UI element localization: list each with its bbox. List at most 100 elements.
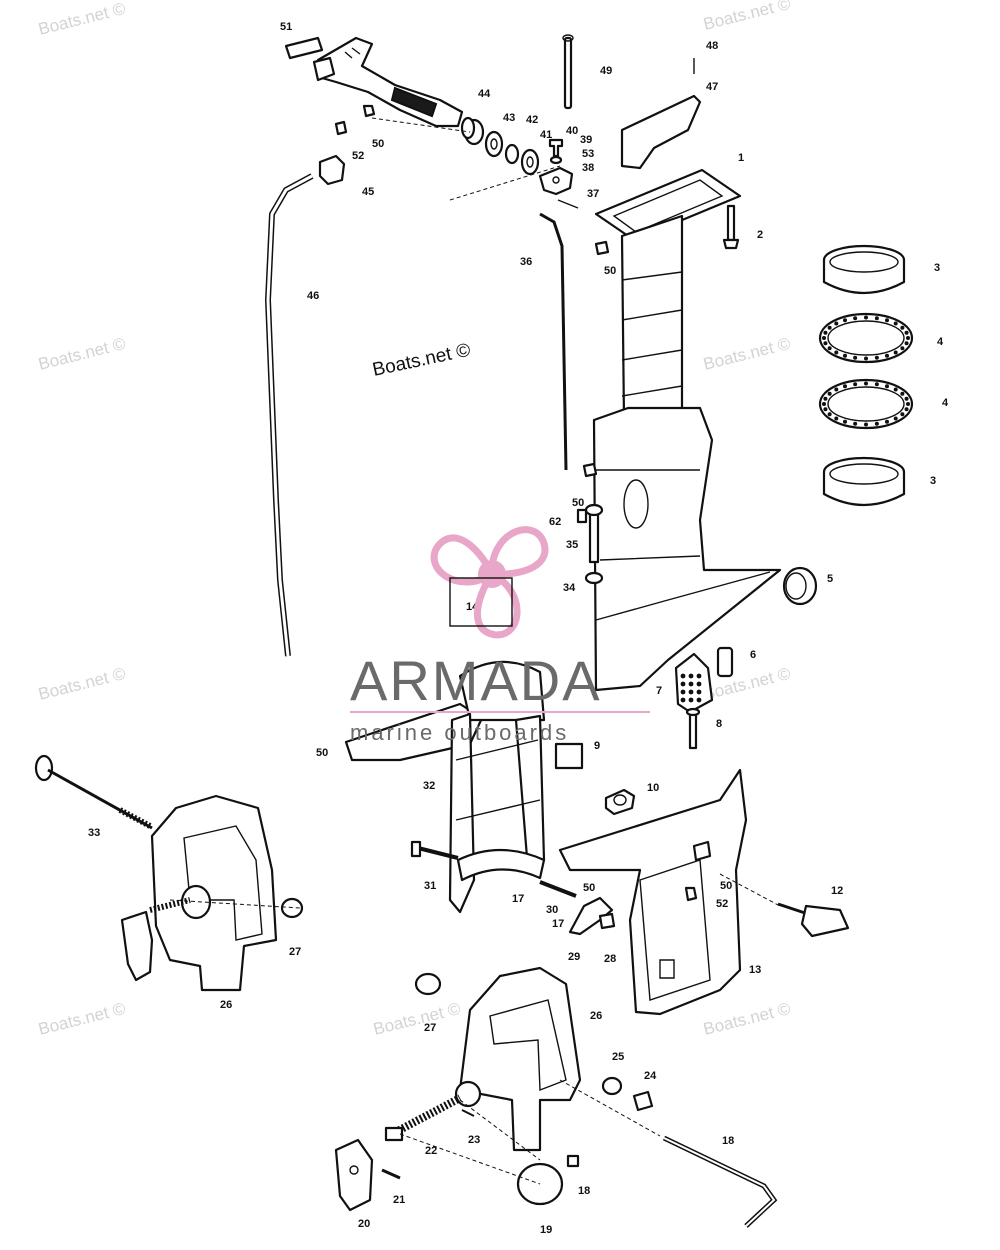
callout-c52b: 52 — [716, 898, 728, 910]
callout-c17b: 17 — [552, 918, 564, 930]
callout-c52a: 52 — [352, 150, 364, 162]
callout-c25: 25 — [612, 1051, 624, 1063]
plate-hole — [688, 689, 694, 695]
callout-c19a: 18 — [578, 1185, 590, 1197]
callout-c27b: 27 — [424, 1022, 436, 1034]
bearing-ball — [904, 396, 909, 401]
bearing-ball — [885, 419, 889, 424]
callout-c4a: 4 — [937, 336, 944, 348]
watermark-text: Boats.net © — [36, 664, 127, 704]
bearing-ball — [864, 315, 868, 320]
callout-c43: 43 — [503, 112, 515, 124]
callout-c49: 49 — [600, 65, 612, 77]
callout-c2: 2 — [757, 229, 763, 241]
bearing-ring-lower — [818, 378, 914, 430]
pin-30 — [539, 880, 577, 898]
plate-hole — [688, 697, 694, 703]
bearing-ball — [827, 412, 832, 417]
callout-c46: 46 — [307, 290, 319, 302]
plate-hole — [696, 673, 702, 679]
washer-25 — [601, 1076, 623, 1096]
logo-tagline: marine outboards — [350, 720, 569, 745]
callout-c51: 51 — [280, 21, 292, 33]
screw-8 — [685, 707, 701, 750]
callout-c26a: 26 — [220, 999, 232, 1011]
plate-hole — [688, 681, 694, 687]
watermark-text: Boats.net © — [701, 999, 792, 1039]
small-screw-52 — [684, 886, 698, 902]
bearing-ball — [906, 336, 910, 340]
propeller-icon — [430, 526, 549, 639]
bearing-ball — [834, 321, 839, 326]
plate-hole — [688, 673, 694, 679]
throttle-bracket — [538, 166, 574, 196]
bearing-ball — [827, 391, 832, 396]
pin — [562, 34, 574, 110]
watermark-text: Boats.net © — [701, 334, 792, 374]
callout-c17a: 17 — [512, 893, 524, 905]
exhaust-cover — [620, 94, 702, 170]
bearing-ball — [885, 353, 889, 358]
bearing-ball — [822, 336, 826, 340]
clamp-bracket-right — [454, 966, 582, 1152]
bearing-ball — [823, 341, 828, 346]
bearing-ball — [853, 382, 858, 387]
bearing-ball — [834, 350, 839, 355]
swivel-pad-20 — [334, 1138, 374, 1212]
mount-ring-lower — [822, 456, 906, 507]
bushing — [460, 116, 485, 146]
plate-hole — [696, 681, 702, 687]
bearing-ball — [893, 321, 898, 326]
watermark-text: Boats.net © — [36, 334, 127, 374]
bearing-ball — [900, 346, 905, 351]
bearing-ball — [900, 325, 905, 330]
callout-c30: 30 — [546, 904, 558, 916]
callout-c36: 36 — [520, 256, 532, 268]
swivel-bracket — [344, 660, 546, 914]
plate-hole — [696, 697, 702, 703]
bearing-ball — [853, 421, 858, 426]
callout-c48: 48 — [706, 40, 718, 52]
screw-housing — [722, 204, 740, 250]
bearing-ball — [893, 416, 898, 421]
bearing-ball — [874, 382, 879, 387]
locknut-50 — [692, 840, 712, 862]
bearing-ball — [827, 325, 832, 330]
callout-c37: 37 — [587, 188, 599, 200]
callout-c44: 44 — [478, 88, 491, 100]
callout-c24: 24 — [644, 1070, 657, 1082]
bearing-ball — [874, 355, 879, 360]
bearing-ball — [900, 412, 905, 417]
plug — [782, 566, 818, 606]
callout-c21: 21 — [393, 1194, 405, 1206]
clamp-bracket-left — [150, 794, 278, 992]
callout-c35: 35 — [566, 539, 578, 551]
plate-hole — [680, 697, 686, 703]
locknut — [582, 240, 610, 478]
callout-c9: 9 — [594, 740, 600, 752]
bearing-ball — [843, 384, 847, 389]
spacer-pin — [716, 646, 734, 678]
callout-c10: 10 — [647, 782, 659, 794]
armada-logo: ARMADA marine outboards — [350, 526, 650, 745]
bearing-ball — [885, 318, 889, 323]
pin-23 — [461, 1109, 475, 1117]
callout-c12: 12 — [831, 885, 843, 897]
bearing-ball — [843, 419, 847, 424]
bearing-ball — [834, 416, 839, 421]
stern-housing — [558, 768, 748, 1016]
callout-c4b: 4 — [942, 397, 949, 409]
screw-18 — [566, 1154, 580, 1168]
callout-c28: 28 — [604, 953, 616, 965]
bearing-ball — [904, 341, 909, 346]
cable — [264, 173, 314, 657]
watermark-text: Boats.net © — [701, 0, 792, 34]
plate-hole — [680, 681, 686, 687]
roll-pin — [557, 199, 579, 209]
thrust-plate — [674, 652, 714, 714]
callout-c38: 38 — [582, 162, 594, 174]
callout-c41: 41 — [540, 129, 552, 141]
callout-c50d: 50 — [316, 747, 328, 759]
bearing-ball — [900, 391, 905, 396]
